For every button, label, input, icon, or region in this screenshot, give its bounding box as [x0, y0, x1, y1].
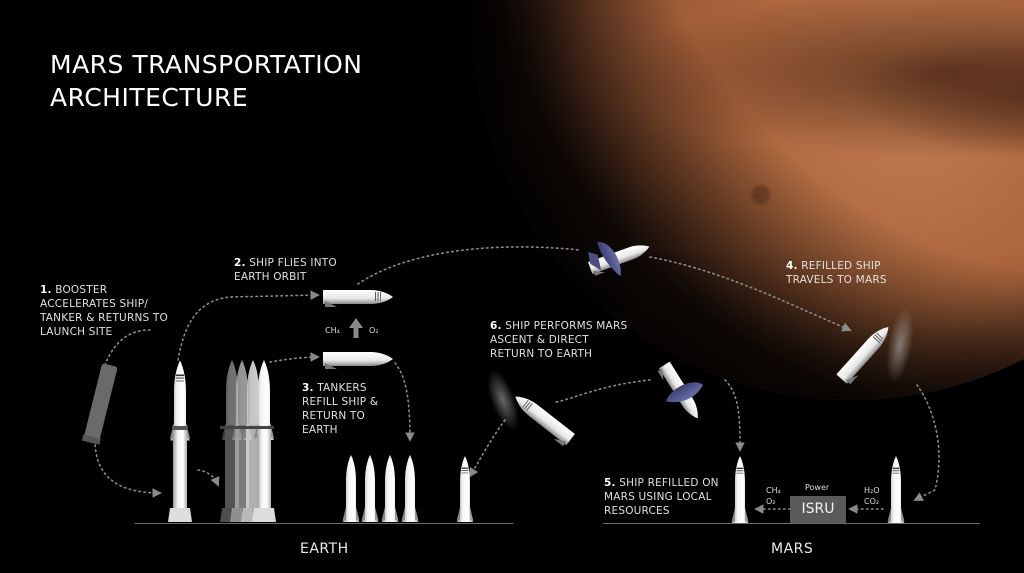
tanker-in-earth-orbit	[323, 352, 393, 369]
mars-ground-line	[603, 523, 980, 524]
isru-output-o2: O₂	[766, 497, 776, 506]
step-5-label: 5. SHIP REFILLED ON MARS USING LOCAL RES…	[604, 477, 719, 517]
isru-box: ISRU	[790, 496, 846, 523]
isru-input-h2o: H₂O	[864, 486, 880, 495]
refilled-ship-mars	[731, 456, 749, 523]
isru-output-ch4: CH₄	[766, 486, 781, 495]
step-4-label: 4. REFILLED SHIP TRAVELS TO MARS	[786, 260, 887, 286]
isru-inputs: H₂O CO₂	[864, 485, 880, 507]
entry-plume-mars	[886, 307, 914, 383]
mars-label: MARS	[771, 541, 814, 557]
earth-ground-line	[135, 523, 513, 524]
step-1-label: 1. BOOSTER ACCELERATES SHIP/ TANKER & RE…	[40, 284, 168, 338]
landed-tankers	[342, 455, 419, 522]
step-3-label: 3. TANKERS REFILL SHIP & RETURN TO EARTH	[302, 382, 379, 436]
ascent-plume	[487, 369, 519, 431]
page-title: MARS TRANSPORTATION ARCHITECTURE	[50, 48, 362, 114]
returned-ship-earth	[456, 456, 474, 522]
orbit-o2-label: O₂	[369, 326, 379, 335]
title-line-1: MARS TRANSPORTATION	[50, 50, 363, 79]
earth-label: EARTH	[300, 541, 349, 557]
orbit-ch4-label: CH₄	[325, 326, 340, 335]
tanker-launch-stacks	[220, 360, 276, 522]
step-6-label: 6. SHIP PERFORMS MARS ASCENT & DIRECT RE…	[490, 320, 628, 360]
trajectory-paths	[94, 246, 940, 514]
ship-return-to-earth-transit	[656, 361, 704, 424]
isru-outputs: CH₄ O₂	[766, 485, 781, 507]
launch-stack	[168, 360, 192, 522]
title-line-2: ARCHITECTURE	[50, 83, 249, 112]
propellant-transfer-arrow	[349, 318, 363, 338]
isru-power-label: Power	[805, 483, 830, 492]
isru-input-co2: CO₂	[864, 497, 880, 506]
ship-in-earth-orbit	[323, 290, 393, 307]
returning-booster	[81, 363, 118, 445]
landed-ship-mars	[887, 456, 905, 523]
ship-transit-to-mars	[588, 240, 653, 277]
step-2-label: 2. SHIP FLIES INTO EARTH ORBIT	[234, 257, 337, 283]
